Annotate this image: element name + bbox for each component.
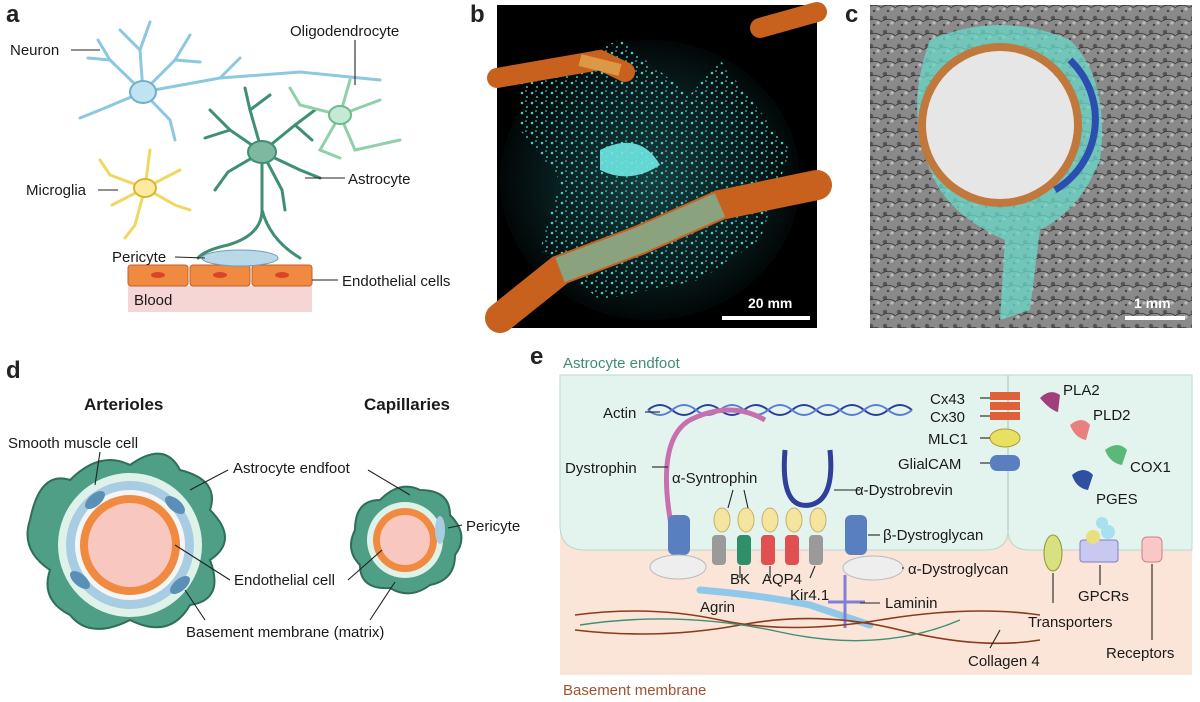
cx30 — [990, 412, 1020, 420]
label-pericyte-d: Pericyte — [466, 518, 520, 535]
agrin — [696, 586, 874, 629]
laminin — [828, 575, 865, 628]
capillary-diagram — [350, 485, 463, 595]
pld2-icon — [1070, 420, 1090, 440]
label-collagen: Collagen 4 — [968, 653, 1040, 670]
label-transporters: Transporters — [1028, 614, 1112, 631]
panel-d-letter: d — [6, 357, 21, 384]
blood-region — [128, 286, 312, 312]
cx43 — [990, 392, 1020, 410]
endfoot-region — [559, 374, 1193, 551]
panel-c: c 1 mm — [845, 1, 1192, 328]
mlc1 — [989, 428, 1021, 448]
panel-b-letter: b — [470, 1, 485, 28]
region-label-endfoot: Astrocyte endfoot — [563, 355, 681, 372]
panel-b: b 20 mm — [470, 1, 832, 333]
label-bk: BK — [730, 571, 750, 588]
label-pges: PGES — [1096, 491, 1138, 508]
astrocyte-cell — [196, 86, 322, 260]
pla2-icon — [1040, 392, 1060, 412]
transporter-icon — [1043, 534, 1063, 572]
neuron-cell — [78, 20, 382, 142]
label-blood: Blood — [134, 292, 172, 309]
label-glialcam: GlialCAM — [898, 456, 961, 473]
title-capillaries: Capillaries — [364, 395, 450, 414]
neuron-body — [129, 80, 157, 104]
actin-strand-1 — [647, 404, 913, 416]
astrocyte-body — [247, 140, 277, 164]
label-actin: Actin — [603, 405, 636, 422]
panel-a: a Blood — [6, 1, 450, 312]
label-kir: Kir4.1 — [790, 587, 829, 604]
gpcr-icon — [1079, 517, 1119, 563]
pges-icon — [1072, 470, 1093, 490]
bk-channel-b — [737, 535, 751, 565]
syntrophin-units — [713, 507, 827, 533]
glialcam — [990, 455, 1020, 471]
label-oligodendrocyte: Oligodendrocyte — [290, 23, 399, 40]
label-b-dystroglycan: β-Dystroglycan — [883, 527, 983, 544]
dystroglycan-left — [668, 515, 690, 555]
panel-e-letter: e — [530, 343, 543, 370]
region-label-basement-membrane: Basement membrane — [563, 682, 706, 699]
label-pld2: PLD2 — [1093, 407, 1131, 424]
label-laminin: Laminin — [885, 595, 938, 612]
collagen-fiber-3 — [579, 618, 961, 642]
beta-dystroglycan — [845, 515, 867, 555]
aqp4-channel-b — [785, 535, 799, 565]
kir-channel — [809, 535, 823, 565]
label-syntrophin: α-Syntrophin — [672, 470, 757, 487]
actin-strand-2 — [647, 404, 913, 416]
panel-c-letter: c — [845, 1, 858, 28]
label-aqp4: AQP4 — [762, 571, 802, 588]
oligodendrocyte-body — [328, 105, 352, 125]
title-arterioles: Arterioles — [84, 395, 163, 414]
collagen-fiber-1 — [574, 610, 1041, 629]
arteriole-diagram — [26, 452, 226, 630]
pericyte-shape — [201, 249, 279, 267]
cox1-icon — [1105, 445, 1127, 465]
label-a-dystroglycan: α-Dystroglycan — [908, 561, 1008, 578]
microglia-body — [133, 178, 157, 198]
vessel-lumen-c — [926, 51, 1074, 199]
label-microglia: Microglia — [26, 182, 87, 199]
label-cx43: Cx43 — [930, 391, 965, 408]
panel-d: d Arterioles Capillaries — [6, 357, 520, 641]
label-receptors: Receptors — [1106, 645, 1174, 662]
panel-a-letter: a — [6, 1, 20, 28]
label-endothelial-cells: Endothelial cells — [342, 273, 450, 290]
aqp4-channel-a — [761, 535, 775, 565]
scale-bar-b — [722, 316, 810, 320]
label-astrocyte-endfoot-d: Astrocyte endfoot — [233, 460, 351, 477]
collagen-fiber-2 — [574, 617, 1041, 645]
dystrobrevin — [781, 449, 834, 508]
label-smooth-muscle-cell: Smooth muscle cell — [8, 435, 138, 452]
label-endothelial-cell-d: Endothelial cell — [234, 572, 335, 589]
panel-e: e Astrocyte endfoot — [530, 343, 1193, 699]
alpha-dystroglycan — [842, 555, 904, 581]
scale-label-c: 1 mm — [1134, 295, 1171, 311]
label-astrocyte: Astrocyte — [348, 171, 411, 188]
label-dystrophin: Dystrophin — [565, 460, 637, 477]
label-agrin: Agrin — [700, 599, 735, 616]
scale-label-b: 20 mm — [748, 295, 792, 311]
label-gpcrs: GPCRs — [1078, 588, 1129, 605]
vessel-b-top-right — [750, 2, 827, 38]
receptor-icon — [1141, 536, 1163, 563]
endothelial-cells — [127, 264, 313, 287]
label-mlc1: MLC1 — [928, 431, 968, 448]
label-pericyte: Pericyte — [112, 249, 166, 266]
bk-channel-a — [712, 535, 726, 565]
label-cx30: Cx30 — [930, 409, 965, 426]
dystrophin — [663, 407, 767, 531]
label-basement-membrane-d: Basement membrane (matrix) — [186, 624, 384, 641]
label-neuron: Neuron — [10, 42, 59, 59]
label-dystrobrevin: α-Dystrobrevin — [855, 482, 953, 499]
label-cox1: COX1 — [1130, 459, 1171, 476]
scale-bar-c — [1125, 316, 1185, 320]
label-pla2: PLA2 — [1063, 382, 1100, 399]
